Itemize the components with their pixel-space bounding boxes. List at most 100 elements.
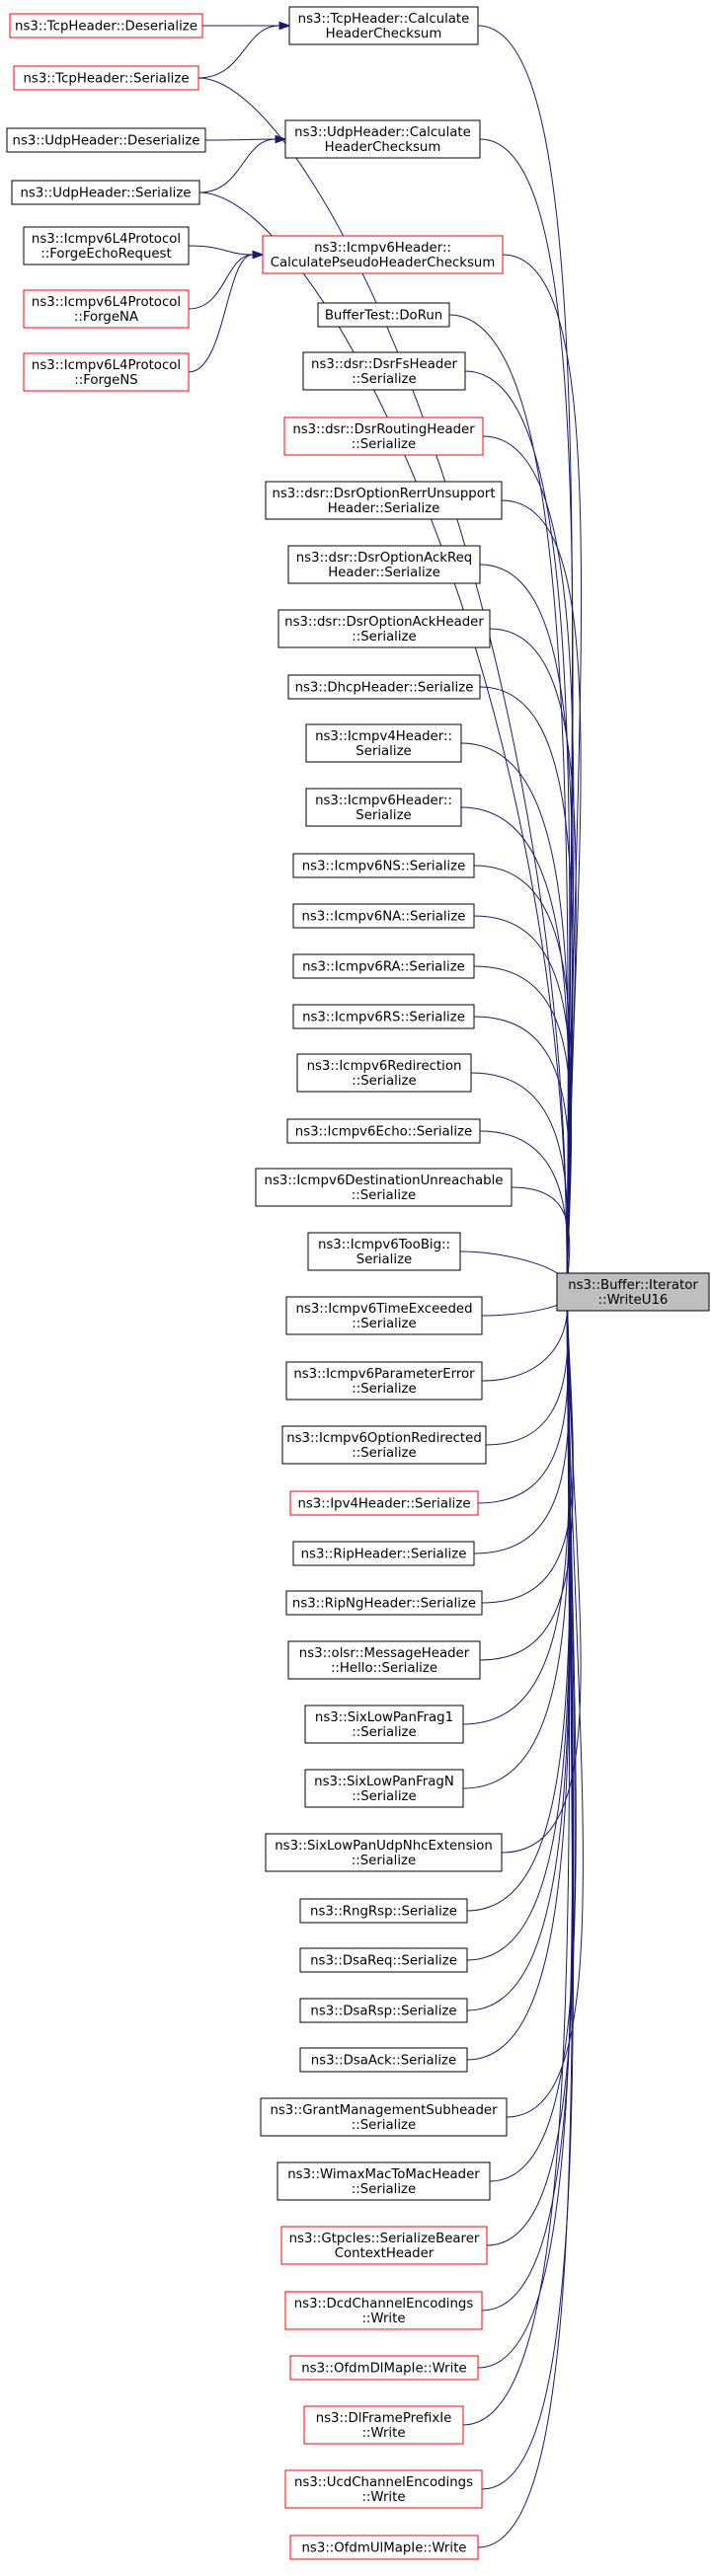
caller-node-dsr-fs[interactable]: ns3::dsr::DsrFsHeader::Serialize: [302, 351, 466, 391]
call-edge: [511, 1186, 571, 1289]
caller-node-sixlow-udpnhc[interactable]: ns3::SixLowPanUdpNhcExtension::Serialize: [265, 1833, 503, 1872]
call-edge: [473, 1295, 570, 1554]
edge-layer: [188, 21, 584, 2548]
caller-node-ucd-enc[interactable]: ns3::UcdChannelEncodings::Write: [284, 2469, 483, 2509]
node-label-line: ns3::TcpHeader::Serialize: [23, 72, 189, 87]
caller-node-dsarsp[interactable]: ns3::DsaRsp::Serialize: [299, 1998, 468, 2023]
node-box: [9, 13, 203, 38]
node-box: [304, 1705, 464, 1744]
edge-arrowhead: [252, 250, 265, 260]
caller-node-ipv4[interactable]: ns3::Ipv4Header::Serialize: [289, 1490, 479, 1516]
node-label-line: ns3::Icmpv6TimeExceeded: [295, 1302, 472, 1317]
call-edge: [466, 1295, 571, 2011]
caller-node-dsareq[interactable]: ns3::DsaReq::Serialize: [299, 1947, 468, 1973]
caller-node-ripng[interactable]: ns3::RipNgHeader::Serialize: [285, 1590, 483, 1616]
node-label-line: ::Serialize: [352, 1188, 416, 1203]
caller-node-ofdm-dl[interactable]: ns3::OfdmDlMapIe::Write: [289, 2355, 479, 2381]
node-box: [289, 1490, 479, 1516]
caller-node-icmp6-pseudo[interactable]: ns3::Icmpv6Header::CalculatePseudoHeader…: [262, 235, 504, 274]
caller-node-forge-echo[interactable]: ns3::Icmpv6L4Protocol::ForgeEchoRequest: [23, 226, 190, 265]
node-box: [284, 119, 481, 159]
call-edge: [477, 1295, 574, 2548]
caller-node-icmp6-paramerr[interactable]: ns3::Icmpv6ParameterError::Serialize: [285, 1361, 483, 1401]
caller-node-dcd-enc[interactable]: ns3::DcdChannelEncodings::Write: [284, 2291, 483, 2330]
caller-node-icmp6[interactable]: ns3::Icmpv6Header::Serialize: [305, 788, 462, 827]
caller-node-dsr-ack[interactable]: ns3::dsr::DsrOptionAckHeader::Serialize: [277, 609, 491, 648]
node-box: [299, 2047, 468, 2073]
node-box: [284, 2469, 483, 2509]
caller-node-icmp6-ra[interactable]: ns3::Icmpv6RA::Serialize: [292, 953, 475, 979]
caller-node-buffertest[interactable]: BufferTest::DoRun: [317, 302, 450, 328]
call-edge: [477, 1295, 570, 1504]
node-label-line: BufferTest::DoRun: [325, 309, 442, 324]
node-label-line: ::WriteU16: [598, 1293, 669, 1308]
caller-node-olsr-hello[interactable]: ns3::olsr::MessageHeader::Hello::Seriali…: [287, 1640, 481, 1680]
node-label-line: Serialize: [356, 808, 411, 823]
node-label-line: ns3::DsaRsp::Serialize: [310, 2005, 456, 2019]
caller-node-dsr-ackreq[interactable]: ns3::dsr::DsrOptionAckReqHeader::Seriali…: [287, 545, 481, 584]
node-label-line: ::Serialize: [352, 1382, 416, 1397]
node-box: [304, 1769, 464, 1808]
caller-node-forge-na[interactable]: ns3::Icmpv6L4Protocol::ForgeNA: [23, 289, 190, 329]
node-label-line: ::Serialize: [352, 437, 416, 452]
node-label-line: ns3::Icmpv6RS::Serialize: [302, 1011, 465, 1025]
node-label-line: ns3::Ipv4Header::Serialize: [297, 1497, 470, 1512]
caller-node-sixlow-fragn[interactable]: ns3::SixLowPanFragN::Serialize: [304, 1769, 464, 1808]
node-label-line: ns3::dsr::DsrRoutingHeader: [292, 422, 475, 437]
node-label-line: CalculatePseudoHeaderChecksum: [271, 256, 496, 270]
caller-node-sixlow-frag1[interactable]: ns3::SixLowPanFrag1::Serialize: [304, 1705, 464, 1744]
target-node-writeu16[interactable]: ns3::Buffer::Iterator::WriteU16: [556, 1272, 710, 1312]
caller-node-icmp6-ns[interactable]: ns3::Icmpv6NS::Serialize: [292, 853, 475, 878]
caller-node-tcp-ser[interactable]: ns3::TcpHeader::Serialize: [13, 65, 199, 91]
node-label-line: ::Serialize: [352, 1789, 416, 1804]
caller-node-udp-ser[interactable]: ns3::UdpHeader::Serialize: [11, 180, 200, 205]
caller-node-ofdm-ul[interactable]: ns3::OfdmUlMapIe::Write: [289, 2535, 479, 2560]
call-edge: [485, 1295, 569, 1446]
node-label-line: ::Write: [361, 2311, 405, 2326]
caller-node-grantmgmt[interactable]: ns3::GrantManagementSubheader::Serialize: [260, 2097, 508, 2137]
call-edge: [188, 254, 254, 373]
caller-node-icmp6-optredir[interactable]: ns3::Icmpv6OptionRedirected::Serialize: [281, 1425, 487, 1465]
node-label-line: ::Serialize: [352, 630, 416, 644]
caller-node-dsr-routing[interactable]: ns3::dsr::DsrRoutingHeader::Serialize: [283, 417, 484, 456]
node-label-line: ::Serialize: [352, 372, 416, 387]
caller-node-dsaack[interactable]: ns3::DsaAck::Serialize: [299, 2047, 468, 2073]
caller-node-icmp6-rs[interactable]: ns3::Icmpv6RS::Serialize: [292, 1004, 475, 1029]
node-label-line: ns3::DlFramePrefixIe: [316, 2411, 452, 2426]
caller-node-dhcp[interactable]: ns3::DhcpHeader::Serialize: [287, 674, 481, 700]
caller-node-icmp6-redir[interactable]: ns3::Icmpv6Redirection::Serialize: [296, 1053, 472, 1093]
call-edge: [479, 1130, 569, 1289]
node-label-line: ns3::GrantManagementSubheader: [270, 2103, 498, 2118]
caller-node-udp-deser[interactable]: ns3::UdpHeader::Deserialize: [6, 127, 206, 153]
caller-node-rngrsp[interactable]: ns3::RngRsp::Serialize: [299, 1898, 468, 1924]
call-edge: [481, 1295, 575, 2490]
caller-node-icmp6-na[interactable]: ns3::Icmpv6NA::Serialize: [292, 903, 475, 929]
caller-node-gtpcies[interactable]: ns3::GtpcIes::SerializeBearerContextHead…: [280, 2226, 488, 2265]
caller-node-dlframe[interactable]: ns3::DlFramePrefixIe::Write: [303, 2405, 464, 2445]
node-box: [280, 2226, 488, 2265]
caller-node-icmp4[interactable]: ns3::Icmpv4Header::Serialize: [305, 723, 462, 763]
node-label-line: ns3::Icmpv6RA::Serialize: [302, 960, 465, 975]
caller-node-icmp6-echo[interactable]: ns3::Icmpv6Echo::Serialize: [286, 1118, 481, 1144]
caller-node-forge-ns[interactable]: ns3::Icmpv6L4Protocol::ForgeNS: [23, 352, 190, 392]
call-edge: [459, 1250, 568, 1289]
caller-node-icmp6-toobig[interactable]: ns3::Icmpv6TooBig::Serialize: [307, 1232, 461, 1271]
caller-node-dsr-rerr[interactable]: ns3::dsr::DsrOptionRerrUnsupportHeader::…: [265, 481, 503, 520]
node-label-line: ::ForgeNA: [74, 310, 138, 325]
node-box: [299, 1947, 468, 1973]
caller-node-wimax-mac[interactable]: ns3::WimaxMacToMacHeader::Serialize: [277, 2161, 491, 2201]
node-box: [277, 2161, 491, 2201]
node-box: [13, 65, 199, 91]
node-box: [284, 2291, 483, 2330]
caller-node-icmp6-destunr[interactable]: ns3::Icmpv6DestinationUnreachable::Seria…: [255, 1168, 513, 1207]
node-label-line: ns3::DsaAck::Serialize: [311, 2054, 456, 2069]
node-label-line: ns3::dsr::DsrOptionAckHeader: [284, 615, 484, 630]
node-label-line: ns3::UdpHeader::Serialize: [20, 187, 191, 201]
node-label-line: ns3::UdpHeader::Deserialize: [13, 134, 200, 149]
caller-node-icmp6-timeexc[interactable]: ns3::Icmpv6TimeExceeded::Serialize: [285, 1296, 483, 1335]
caller-node-tcp-deser[interactable]: ns3::TcpHeader::Deserialize: [9, 13, 203, 38]
caller-node-rip[interactable]: ns3::RipHeader::Serialize: [292, 1541, 475, 1566]
node-label-line: ns3::RipHeader::Serialize: [301, 1548, 467, 1562]
